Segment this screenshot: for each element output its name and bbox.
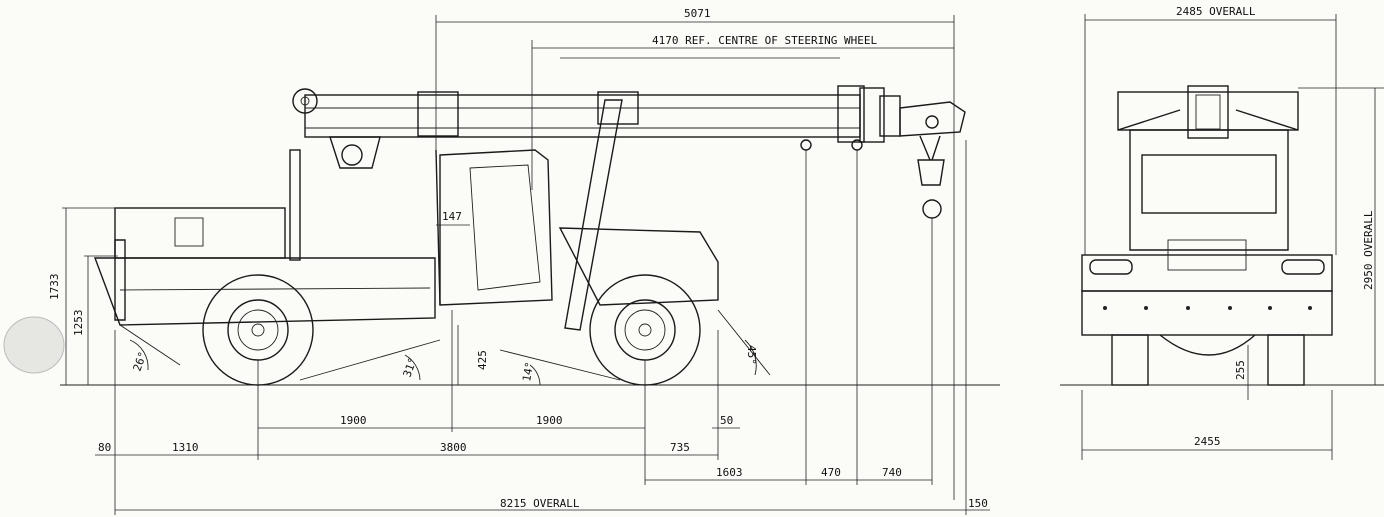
dim-3800: 3800 (440, 441, 467, 454)
dim-425: 425 (476, 350, 489, 370)
dim-1253: 1253 (72, 310, 85, 337)
dim-1310: 1310 (172, 441, 199, 454)
angle-26: 26° (131, 350, 150, 373)
dim-2455: 2455 (1194, 435, 1221, 448)
chassis (93, 149, 719, 326)
angle-45: 45° (745, 345, 758, 365)
dim-255: 255 (1234, 360, 1247, 380)
dim-150: 150 (968, 497, 988, 510)
side-view: 5071 4170 REF. CENTRE OF STEERING WHEEL … (48, 7, 1000, 515)
dim-50: 50 (720, 414, 733, 427)
smudge-mark (3, 316, 65, 374)
dim-8215-overall: 8215 OVERALL (500, 497, 580, 510)
angle-14: 14° (520, 361, 536, 383)
dim-80: 80 (98, 441, 111, 454)
boom (292, 85, 966, 219)
dim-735: 735 (670, 441, 690, 454)
angle-31: 31° (401, 356, 420, 379)
dim-1603: 1603 (716, 466, 743, 479)
dim-470: 470 (821, 466, 841, 479)
dim-4170-steering: 4170 REF. CENTRE OF STEERING WHEEL (652, 34, 878, 47)
dim-1900-rear: 1900 (340, 414, 367, 427)
front-view: 2485 OVERALL 2950 OVERALL 255 2455 (1060, 5, 1384, 460)
dim-1900-front: 1900 (536, 414, 563, 427)
dim-2950-overall: 2950 OVERALL (1362, 210, 1375, 290)
dim-2485-overall: 2485 OVERALL (1176, 5, 1256, 18)
cab (435, 149, 553, 306)
dim-1733: 1733 (48, 274, 61, 301)
front-wheel (589, 274, 701, 386)
dim-740: 740 (882, 466, 902, 479)
dim-147: 147 (442, 210, 462, 223)
dim-5071: 5071 (684, 7, 711, 20)
luffing-ram (564, 99, 623, 331)
